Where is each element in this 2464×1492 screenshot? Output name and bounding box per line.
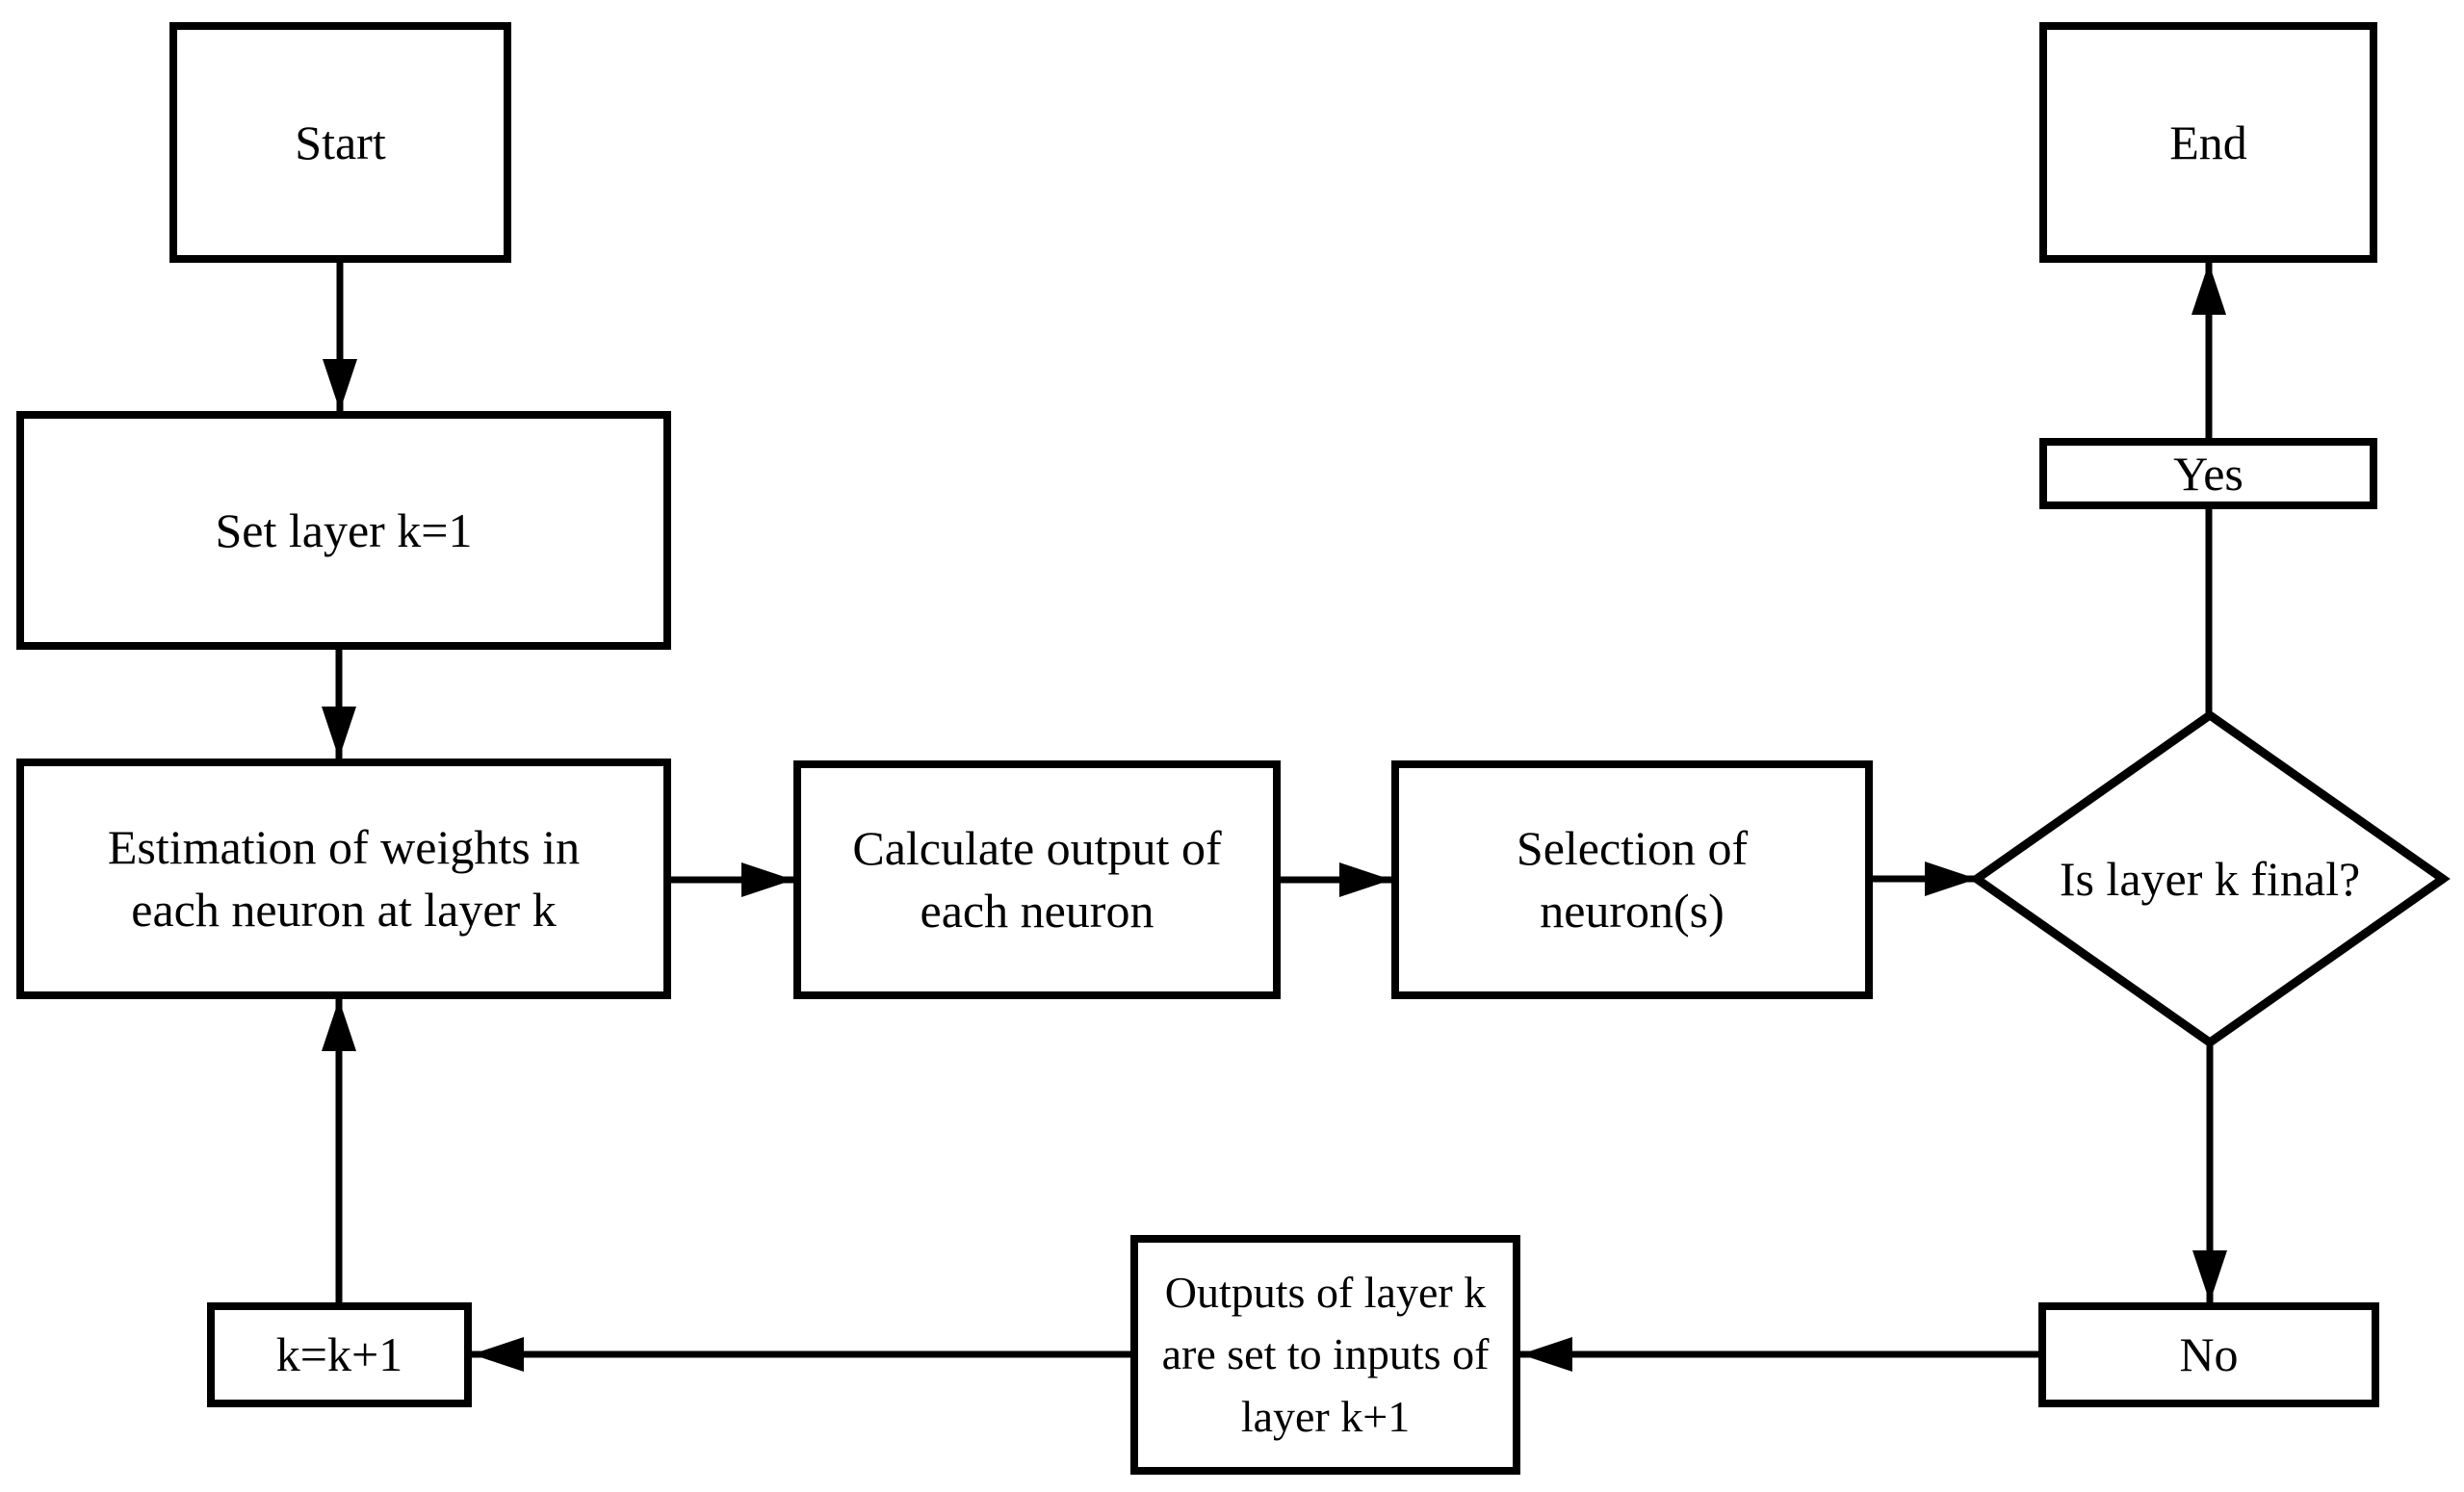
node-no: No bbox=[2038, 1302, 2379, 1407]
node-estimation-label: Estimation of weights in each neuron at … bbox=[107, 820, 581, 937]
node-set-layer-label: Set layer k=1 bbox=[215, 502, 473, 557]
node-outputs-label: Outputs of layer k are set to inputs of … bbox=[1161, 1267, 1490, 1441]
node-yes-label: Yes bbox=[2173, 446, 2244, 501]
node-calculate-label: Calculate output of each neuron bbox=[852, 821, 1222, 938]
node-increment: k=k+1 bbox=[207, 1302, 472, 1407]
node-no-label: No bbox=[2179, 1327, 2239, 1381]
node-end-label: End bbox=[2169, 115, 2247, 169]
node-end: End bbox=[2039, 22, 2377, 263]
node-outputs: Outputs of layer k are set to inputs of … bbox=[1130, 1235, 1520, 1475]
node-yes: Yes bbox=[2039, 438, 2377, 509]
node-increment-label: k=k+1 bbox=[275, 1327, 403, 1381]
node-set-layer: Set layer k=1 bbox=[16, 411, 671, 650]
node-decision-label: Is layer k final? bbox=[2059, 851, 2361, 906]
node-estimation: Estimation of weights in each neuron at … bbox=[16, 759, 671, 999]
node-selection-label: Selection of neuron(s) bbox=[1516, 821, 1749, 938]
node-calculate: Calculate output of each neuron bbox=[793, 760, 1281, 999]
node-selection: Selection of neuron(s) bbox=[1391, 760, 1873, 999]
node-start: Start bbox=[169, 22, 511, 263]
node-start-label: Start bbox=[295, 115, 386, 169]
node-decision: Is layer k final? bbox=[1977, 715, 2443, 1042]
decision-diamond-shape bbox=[1969, 709, 2451, 1048]
